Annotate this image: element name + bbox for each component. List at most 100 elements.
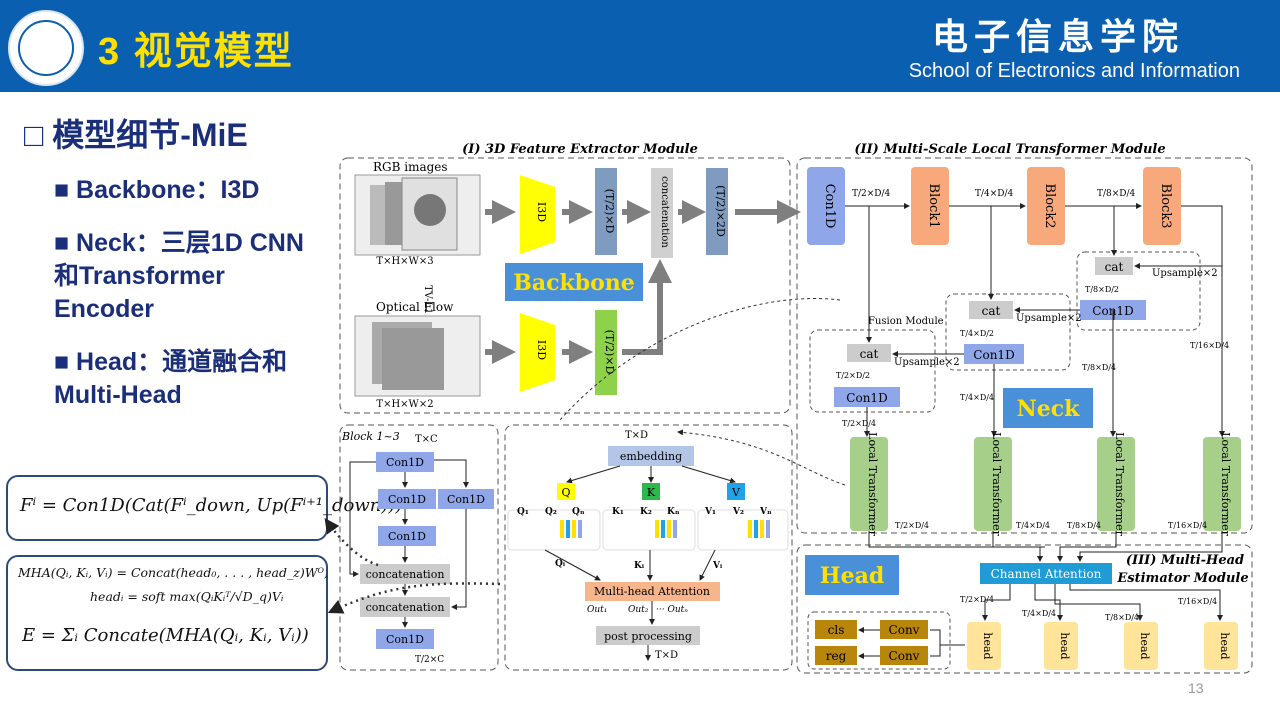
- arrow-lt4-ca: [1077, 531, 1223, 562]
- university-logo: [8, 10, 84, 86]
- embedding-label: embedding: [620, 450, 682, 463]
- block-arrow-side: [434, 459, 469, 488]
- head-tag: [805, 555, 899, 595]
- head-dim-3: T/8×D/4: [1105, 613, 1139, 622]
- block-title: Block 1~3: [341, 430, 400, 443]
- block-con1d-2-label: Con1D: [388, 493, 426, 506]
- block-con1d-side-label: Con1D: [447, 493, 485, 506]
- q-token-group: [507, 509, 601, 551]
- block-concat-2: [360, 597, 450, 617]
- arrow-embed-v: [681, 465, 736, 484]
- local-transformer-1-label: Local Transformer: [866, 432, 879, 536]
- cat-1-label: cat: [860, 347, 879, 361]
- mha-label: Multi-head Attention: [594, 585, 710, 598]
- backbone-tag-label: Backbone: [513, 270, 635, 296]
- logo-emblem-icon: [18, 20, 74, 76]
- local-transformer-4: [1203, 437, 1241, 531]
- arrow-flow-concat: [622, 259, 672, 355]
- flow-label: Optical Flow: [376, 300, 454, 314]
- dim-t2-b: T/2×D/4: [842, 419, 876, 428]
- attn-input-dim: T×D: [625, 430, 648, 441]
- k-label: K: [647, 486, 656, 499]
- out-token-2: Out₂: [628, 605, 649, 615]
- slide-title: 3 视觉模型: [98, 31, 294, 73]
- head-dim-4: T/16×D/4: [1178, 597, 1217, 606]
- dim-t8-2: T/8×D/2: [1085, 285, 1119, 294]
- module3-title-1: (III) Multi-Head: [1126, 553, 1244, 568]
- dim-t4-b: T/4×D/4: [960, 393, 994, 402]
- arrow-ca-head2: [1034, 584, 1063, 621]
- dim-t2-2: T/2×D/2: [836, 371, 870, 380]
- arrow-head-conv: [930, 629, 965, 657]
- head-1-label: head: [981, 632, 994, 659]
- embedding-block: [608, 446, 694, 466]
- neck-tag: [1003, 388, 1093, 428]
- flow-frame-front: [382, 328, 444, 390]
- local-transformer-3-label: Local Transformer: [1113, 432, 1126, 536]
- formula-head: headᵢ = soft max(QᵢKᵢᵀ/√D_q)Vᵢ: [90, 589, 284, 604]
- reg-box: [815, 646, 857, 665]
- arrow-lt3-ca: [1057, 531, 1117, 562]
- q-token-1: Q₁: [517, 507, 529, 517]
- block-con1d-2: [378, 489, 436, 509]
- neck-con1d: [807, 167, 845, 245]
- k-box: [642, 483, 660, 500]
- arrow-v-mha: [699, 549, 716, 581]
- local-transformer-2-label: Local Transformer: [990, 432, 1003, 536]
- head-1: [967, 622, 1001, 670]
- local-transformer-2: [974, 437, 1012, 531]
- block-arrow-skip: [349, 461, 376, 577]
- v-token-group: [697, 509, 789, 551]
- head-dim-2: T/4×D/4: [1022, 609, 1056, 618]
- reg-label: reg: [826, 649, 847, 663]
- line-fuse3: [1112, 310, 1115, 320]
- tvl1-label: TV-L1: [422, 285, 433, 314]
- block2: [1027, 167, 1065, 245]
- block-concat-1: [360, 564, 450, 584]
- fusion-frame-1: [809, 329, 936, 413]
- v-token-2: V₂: [732, 507, 744, 517]
- rgb-feature-label: (T/2)×D: [603, 189, 616, 234]
- block-con1d-out-label: Con1D: [386, 633, 424, 646]
- head-3-label: head: [1138, 632, 1151, 659]
- upsample-1: Upsample×2: [894, 357, 960, 368]
- arrow-ca-head4: [1069, 584, 1223, 621]
- rgb-label: RGB images: [373, 160, 448, 174]
- head-4: [1204, 622, 1238, 670]
- block-concat-1-label: concatenation: [366, 568, 445, 581]
- connector-mha-formula: [327, 582, 501, 614]
- section-title: □ 模型细节-MiE: [24, 117, 248, 153]
- module2-title: (II) Multi-Scale Local Transformer Modul…: [854, 142, 1165, 157]
- block-con1d-3: [378, 526, 436, 546]
- k-token-1: K₁: [612, 507, 624, 517]
- block1-label: Block1: [926, 184, 941, 229]
- block-out-dim: T/2×C: [415, 655, 444, 665]
- connector-concat-formula: [324, 517, 379, 567]
- i3d-rgb-label: I3D: [535, 202, 548, 222]
- arrow-ca-head1: [982, 584, 1011, 621]
- connector-transformer-attn: [677, 429, 846, 486]
- cls-box: [815, 620, 857, 639]
- q-label: Q: [561, 486, 570, 499]
- face-icon: [414, 194, 446, 226]
- v-box: [727, 483, 745, 500]
- head-2-label: head: [1058, 632, 1071, 659]
- i3d-flow-label: I3D: [535, 340, 548, 360]
- flow-feature-label: (T/2)×D: [603, 330, 616, 375]
- block-con1d-1-label: Con1D: [386, 456, 424, 469]
- conv-cls: [880, 620, 928, 639]
- module3-title-2: Estimator Module: [1116, 571, 1248, 586]
- block-frame: [339, 424, 499, 671]
- con1d-fuse-2: [964, 344, 1024, 364]
- block2-label: Block2: [1042, 184, 1057, 229]
- rgb-feature: [595, 168, 617, 255]
- block-arrow-side2: [451, 509, 467, 610]
- lt-dim-4: T/16×D/4: [1168, 521, 1207, 530]
- module2-frame: [796, 157, 1253, 534]
- dim-t8-b: T/8×D/4: [1082, 363, 1116, 372]
- flow-dim: T×H×W×2: [376, 399, 433, 410]
- lt-dim-3: T/8×D/4: [1067, 521, 1101, 530]
- q-token-2: Q₂: [545, 507, 557, 517]
- module1-title: (I) 3D Feature Extractor Module: [462, 142, 698, 157]
- block-con1d-side: [438, 489, 494, 509]
